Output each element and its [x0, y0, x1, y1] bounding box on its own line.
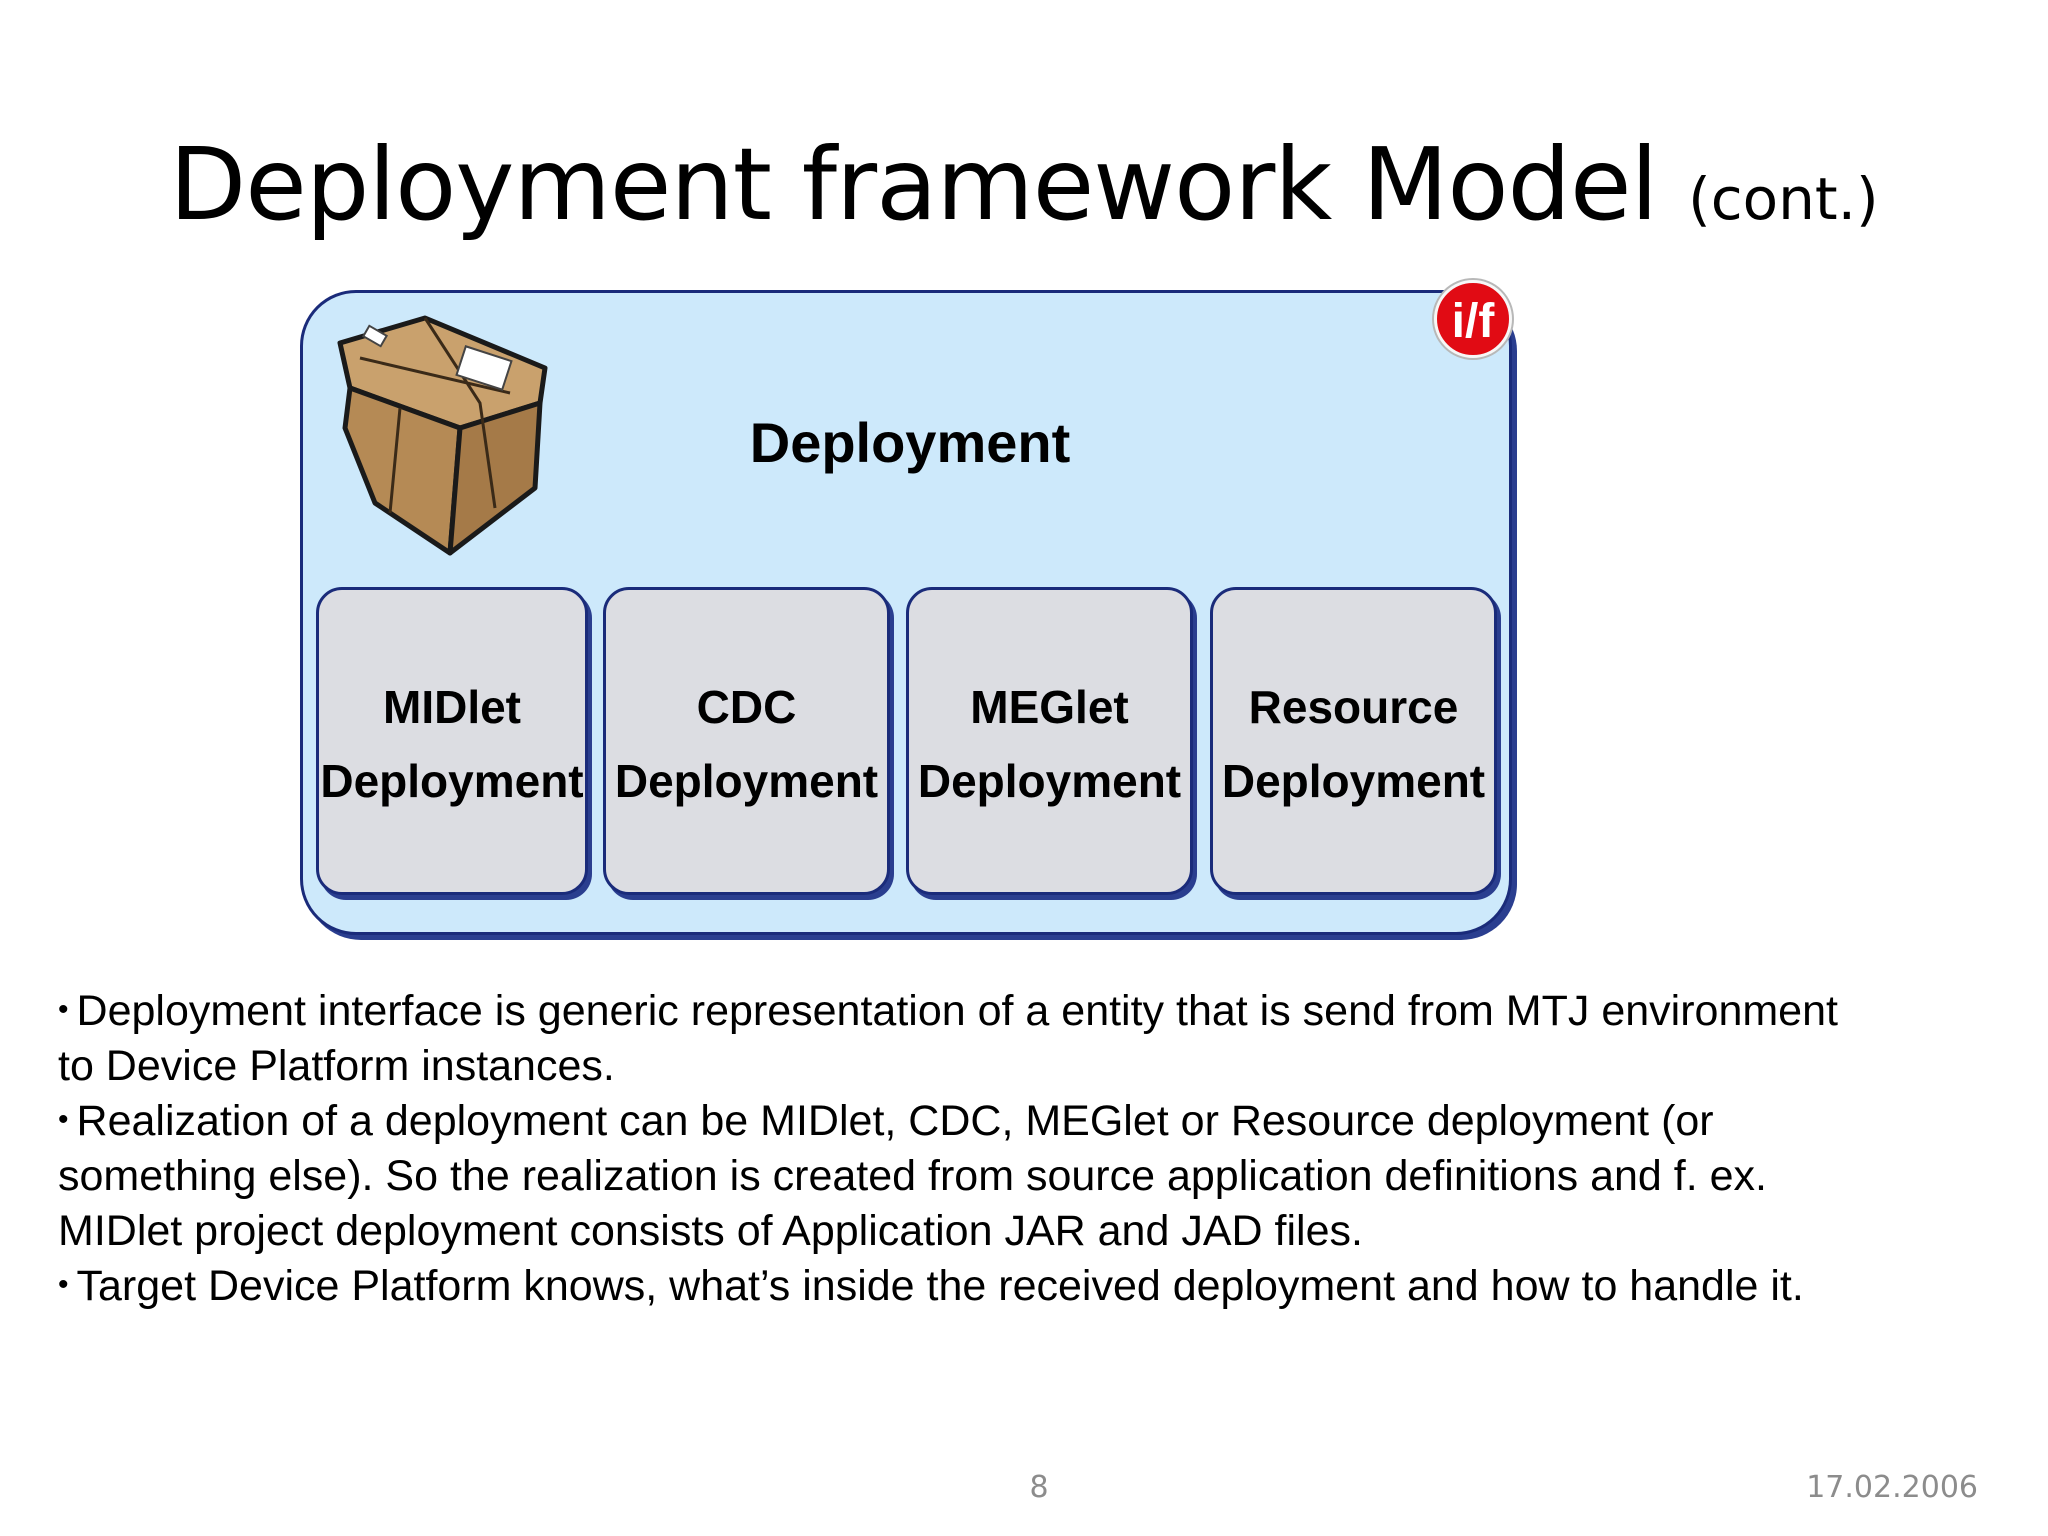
interface-badge: i/f — [1434, 280, 1512, 358]
title-suffix: (cont.) — [1688, 165, 1879, 233]
cdc-deployment-box: CDC Deployment — [603, 587, 890, 895]
bullet-dot-icon: • — [58, 1268, 69, 1301]
box-title: Resource — [1248, 681, 1459, 733]
box-subtitle: Deployment — [614, 755, 879, 807]
bullet-item: •Target Device Platform knows, what’s in… — [58, 1259, 1878, 1314]
meglet-deployment-box: MEGlet Deployment — [906, 587, 1193, 895]
bullet-text: Target Device Platform knows, what’s ins… — [76, 1262, 1804, 1310]
bullet-item: •Deployment interface is generic represe… — [58, 984, 1878, 1094]
bullet-item: •Realization of a deployment can be MIDl… — [58, 1094, 1878, 1259]
bullet-text: Deployment interface is generic represen… — [58, 987, 1838, 1090]
box-subtitle: Deployment — [1221, 755, 1486, 807]
box-subtitle: Deployment — [320, 755, 584, 807]
box-title: CDC — [696, 681, 797, 733]
footer-date: 17.02.2006 — [1806, 1470, 1978, 1505]
resource-deployment-box: Resource Deployment — [1210, 587, 1497, 895]
bullet-dot-icon: • — [58, 993, 69, 1026]
deployment-label: Deployment — [749, 411, 1071, 474]
box-title: MIDlet — [383, 681, 521, 733]
slide-title: Deployment framework Model (cont.) — [0, 120, 2048, 250]
package-icon — [337, 315, 548, 556]
bullet-text: Realization of a deployment can be MIDle… — [58, 1097, 1767, 1255]
box-title: MEGlet — [970, 681, 1129, 733]
box-subtitle: Deployment — [917, 755, 1182, 807]
midlet-deployment-box: MIDlet Deployment — [316, 587, 588, 895]
bullet-dot-icon: • — [58, 1103, 69, 1136]
page-number: 8 — [1029, 1470, 1049, 1505]
bullet-list: •Deployment interface is generic represe… — [58, 984, 1878, 1314]
title-main: Deployment framework Model — [169, 126, 1658, 243]
